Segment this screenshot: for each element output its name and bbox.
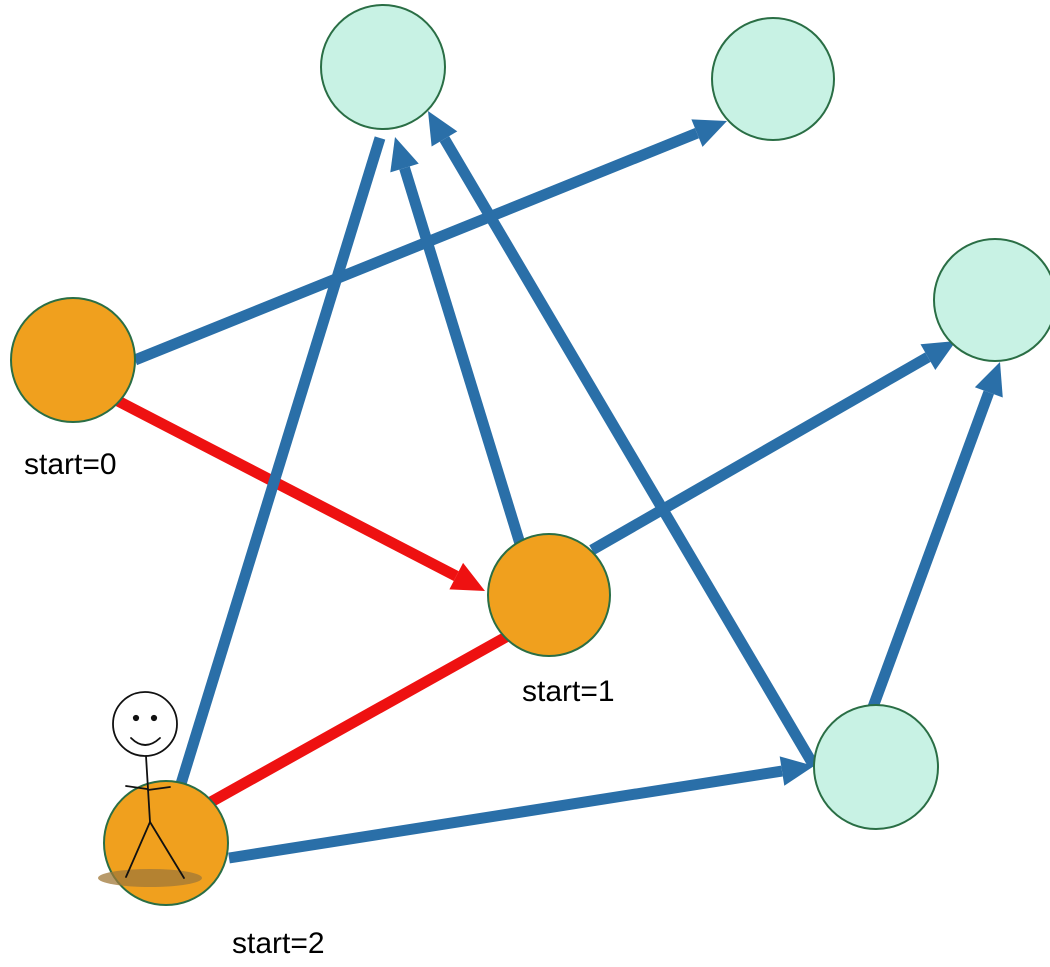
stick-figure-head xyxy=(112,691,178,757)
edge-0-to-top-right-arrowhead xyxy=(691,119,727,147)
label-start-2: start=2 xyxy=(232,927,325,960)
edge-bottom-right-to-mid-right-arrowhead xyxy=(974,362,1003,398)
edge-top-center-to-2-line xyxy=(172,136,386,797)
edge-1-to-top-center-arrowhead xyxy=(390,137,419,173)
edge-bottom-right-to-top-center-line xyxy=(439,136,819,769)
edge-1-to-mid-right-line xyxy=(589,352,931,555)
edge-1-to-top-center-line xyxy=(399,166,527,549)
edge-0-to-top-right-line xyxy=(132,128,700,366)
edge-1-to-2-line xyxy=(193,632,509,815)
node-start-0 xyxy=(10,297,136,423)
edge-2-to-bottom-right-arrowhead xyxy=(779,756,814,786)
stick-figure-body xyxy=(145,755,151,823)
stick-figure-right-leg xyxy=(149,821,185,879)
stick-figure-left-leg xyxy=(125,821,151,878)
edge-bottom-right-to-mid-right-line xyxy=(867,390,994,709)
edge-1-to-top-center xyxy=(390,137,527,549)
stick-figure-left-eye xyxy=(132,714,140,722)
stick-figure-right-arm xyxy=(147,786,171,791)
node-mid-right xyxy=(933,238,1050,362)
edge-1-to-mid-right xyxy=(589,341,956,555)
edge-bottom-right-to-mid-right xyxy=(867,362,1003,709)
edge-0-to-1-line xyxy=(115,396,459,581)
edge-0-to-1-arrowhead xyxy=(449,562,485,591)
stick-figure-left-arm xyxy=(125,785,148,790)
stick-figure xyxy=(112,691,185,879)
edge-2-to-bottom-right xyxy=(228,756,814,864)
label-start-1: start=1 xyxy=(522,675,615,708)
node-top-right xyxy=(711,17,835,141)
edge-0-to-top-right xyxy=(132,119,727,366)
node-start-1 xyxy=(487,533,611,657)
edge-1-to-mid-right-arrowhead xyxy=(920,341,956,371)
stick-figure-smile xyxy=(130,737,161,746)
edge-bottom-right-to-top-center xyxy=(428,111,819,769)
node-top-center xyxy=(320,4,446,130)
edge-bottom-right-to-top-center-arrowhead xyxy=(428,111,458,147)
edge-2-to-bottom-right-line xyxy=(228,765,783,864)
edge-0-to-1 xyxy=(115,396,485,591)
label-start-0: start=0 xyxy=(24,448,117,481)
node-bottom-right xyxy=(813,704,939,830)
stick-figure-right-eye xyxy=(150,714,158,722)
ground-shadow xyxy=(98,869,202,887)
nodes-layer xyxy=(10,4,1050,906)
